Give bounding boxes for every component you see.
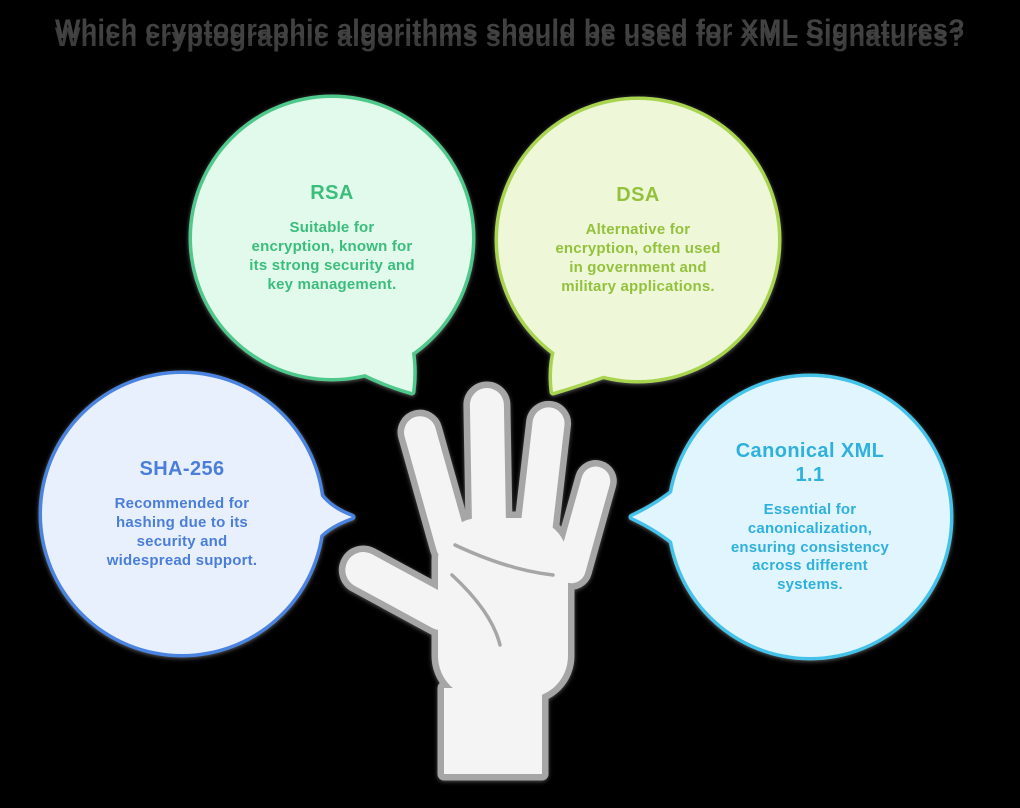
speech-bubble-shape — [188, 94, 476, 396]
hand-illustration — [336, 380, 636, 781]
bubble-dsa: DSA Alternative for encryption, often us… — [492, 94, 792, 400]
bubble-canonical-xml: Canonical XML 1.1 Essential for canonica… — [628, 371, 960, 667]
palm-creases — [450, 543, 555, 647]
bubble-sha256: SHA-256 Recommended for hashing due to i… — [36, 368, 358, 663]
speech-bubble-shape — [494, 96, 782, 396]
open-hand-icon — [338, 381, 617, 781]
page-title: Which cryptographic algorithms should be… — [54, 14, 966, 44]
bubble-rsa: RSA Suitable for encryption, known for i… — [186, 92, 486, 400]
speech-bubble-shape — [38, 370, 356, 658]
speech-bubble-shape — [628, 373, 954, 661]
